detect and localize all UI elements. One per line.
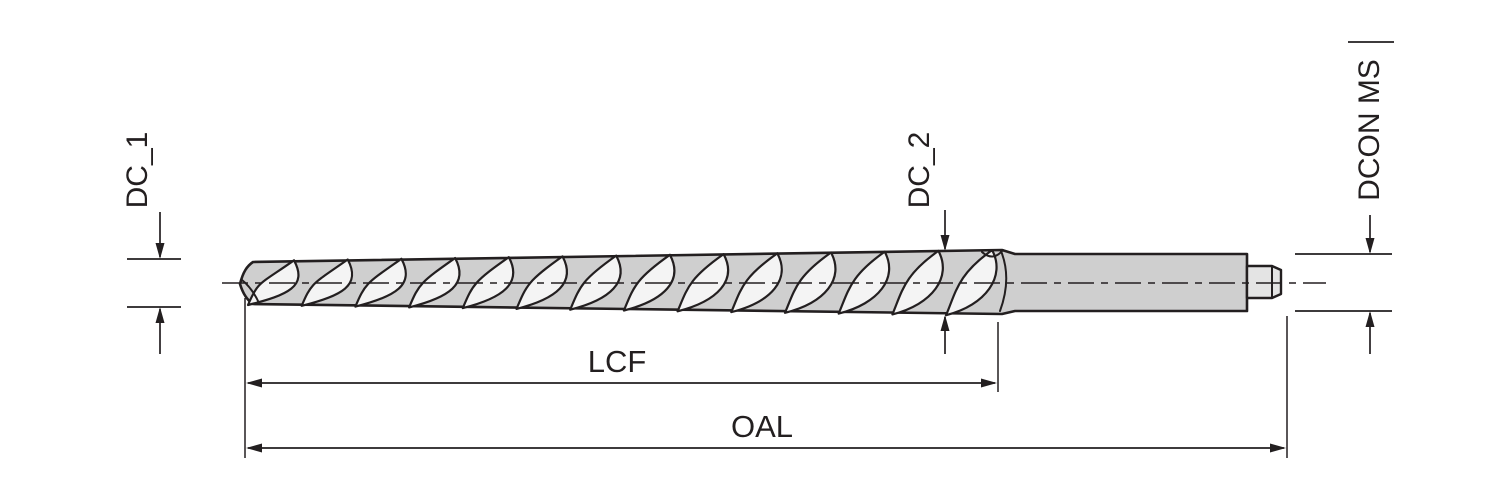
dim-dcon: DCON MS — [1295, 41, 1394, 354]
dc1-label: DC_1 — [121, 132, 154, 209]
oal-left-arrowhead — [246, 443, 262, 453]
flute-strand — [837, 250, 891, 315]
oal-label: OAL — [731, 409, 793, 444]
dc2-label: DC_2 — [903, 132, 936, 209]
dim-dc1: DC_1 — [121, 132, 181, 354]
lcf-right-arrowhead — [981, 378, 997, 388]
dcon-down-arrowhead — [1365, 238, 1375, 254]
flute-strand — [569, 254, 622, 311]
shank-nub — [1245, 264, 1283, 300]
flute-strand — [461, 256, 515, 310]
oal-right-arrowhead — [1270, 443, 1286, 453]
dc1-up-arrowhead — [155, 307, 165, 323]
flute-strand — [945, 249, 998, 317]
dim-dc2: DC_2 — [903, 132, 950, 354]
dim-oal: OAL — [246, 316, 1288, 458]
lcf-label: LCF — [588, 344, 647, 379]
dc2-up-arrowhead — [940, 315, 950, 331]
dcon-up-arrowhead — [1365, 311, 1375, 327]
tip-facet-line — [241, 279, 260, 304]
cutting-lip-notch — [981, 249, 1004, 258]
dim-lcf: LCF — [244, 298, 999, 458]
dcon-label: DCON MS — [1353, 59, 1386, 201]
lcf-left-arrowhead — [246, 378, 262, 388]
dc2-down-arrowhead — [940, 235, 950, 251]
flute-end-edge — [999, 250, 1008, 312]
tool-drawing — [222, 248, 1326, 317]
dc1-down-arrowhead — [155, 243, 165, 259]
